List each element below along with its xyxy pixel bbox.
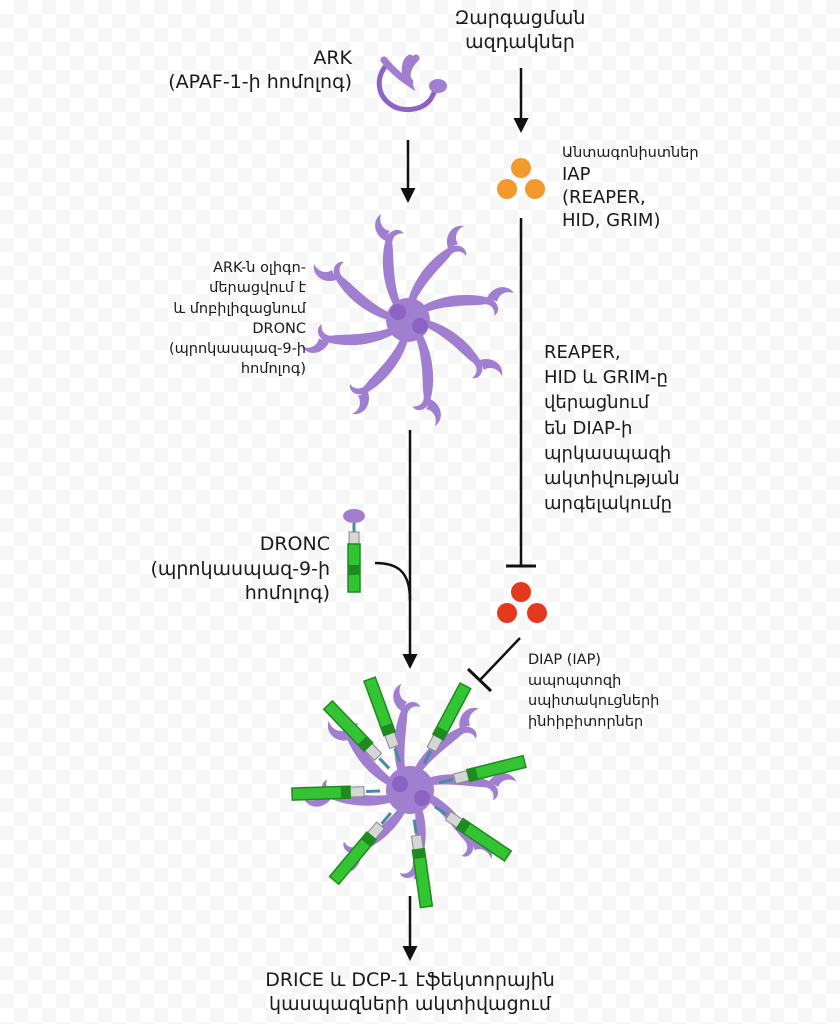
growth-signals-label: Զարգացման ազդակներ	[454, 7, 586, 54]
ark-monomer-icon	[376, 54, 447, 112]
iap-antagonists-icon	[497, 158, 545, 199]
diap-icon	[497, 582, 547, 623]
diap-label: DIAP (IAP) ապոպտոզի սպիտակուցների ինհիբի…	[528, 652, 660, 730]
inhibition-diap-to-complex	[479, 637, 521, 681]
ark-oligomer-icon	[301, 213, 515, 427]
reaper-hid-grim-label: REAPER, HID և GRIM-ը վերացնում են DIAP-ի…	[544, 342, 680, 515]
dronc-join-connector	[374, 561, 412, 601]
active-apoptosome-icon	[291, 676, 527, 909]
dronc-label: DRONC (պրոկասպազ-9-ի հոմոլոգ)	[150, 533, 330, 605]
effector-caspases-label: DRICE և DCP-1 էֆեկտորային կասպազների ակտ…	[265, 969, 555, 1016]
oligomerization-label: ARK-ն օլիգո- մերացվում է և մոբիլիզացնում…	[169, 260, 306, 378]
dronc-monomer-icon	[343, 509, 365, 593]
iap-antagonists-label: Անտագոնիստներ IAP (REAPER, HID, GRIM)	[562, 145, 699, 231]
ark-label: ARK (APAF-1-ի հոմոլոգ)	[168, 47, 352, 94]
